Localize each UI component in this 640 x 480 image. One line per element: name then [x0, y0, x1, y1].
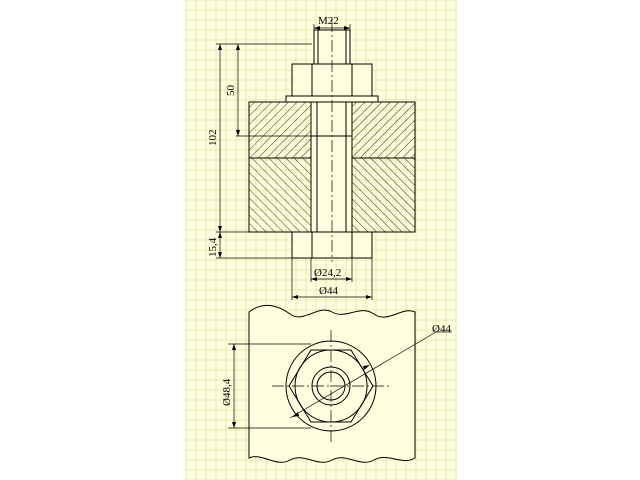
front-view [248, 20, 416, 262]
end-length-label: 15,4 [207, 237, 219, 257]
top-view-diameter-label: Ø44 [432, 323, 451, 335]
thread-label: M22 [318, 15, 339, 27]
inner-diameter-label: Ø24,2 [314, 267, 341, 279]
bolt-head [291, 231, 373, 259]
top-view [248, 305, 416, 463]
front-arrows [218, 26, 372, 299]
upper-plate-right [351, 101, 416, 159]
lower-plate-left [248, 157, 312, 233]
top-arrows [232, 344, 370, 428]
outer-diameter-label: Ø44 [319, 285, 338, 297]
upper-plate-left [248, 101, 312, 159]
bolt-shank [310, 101, 353, 233]
total-length-label: 102 [207, 130, 219, 147]
front-dimensions [216, 24, 373, 300]
lower-plate-right [351, 157, 416, 233]
nut-height-label: 50 [225, 85, 237, 97]
hex-across-corners-label: Ø48,4 [221, 378, 233, 406]
top-dimensions [228, 331, 452, 429]
